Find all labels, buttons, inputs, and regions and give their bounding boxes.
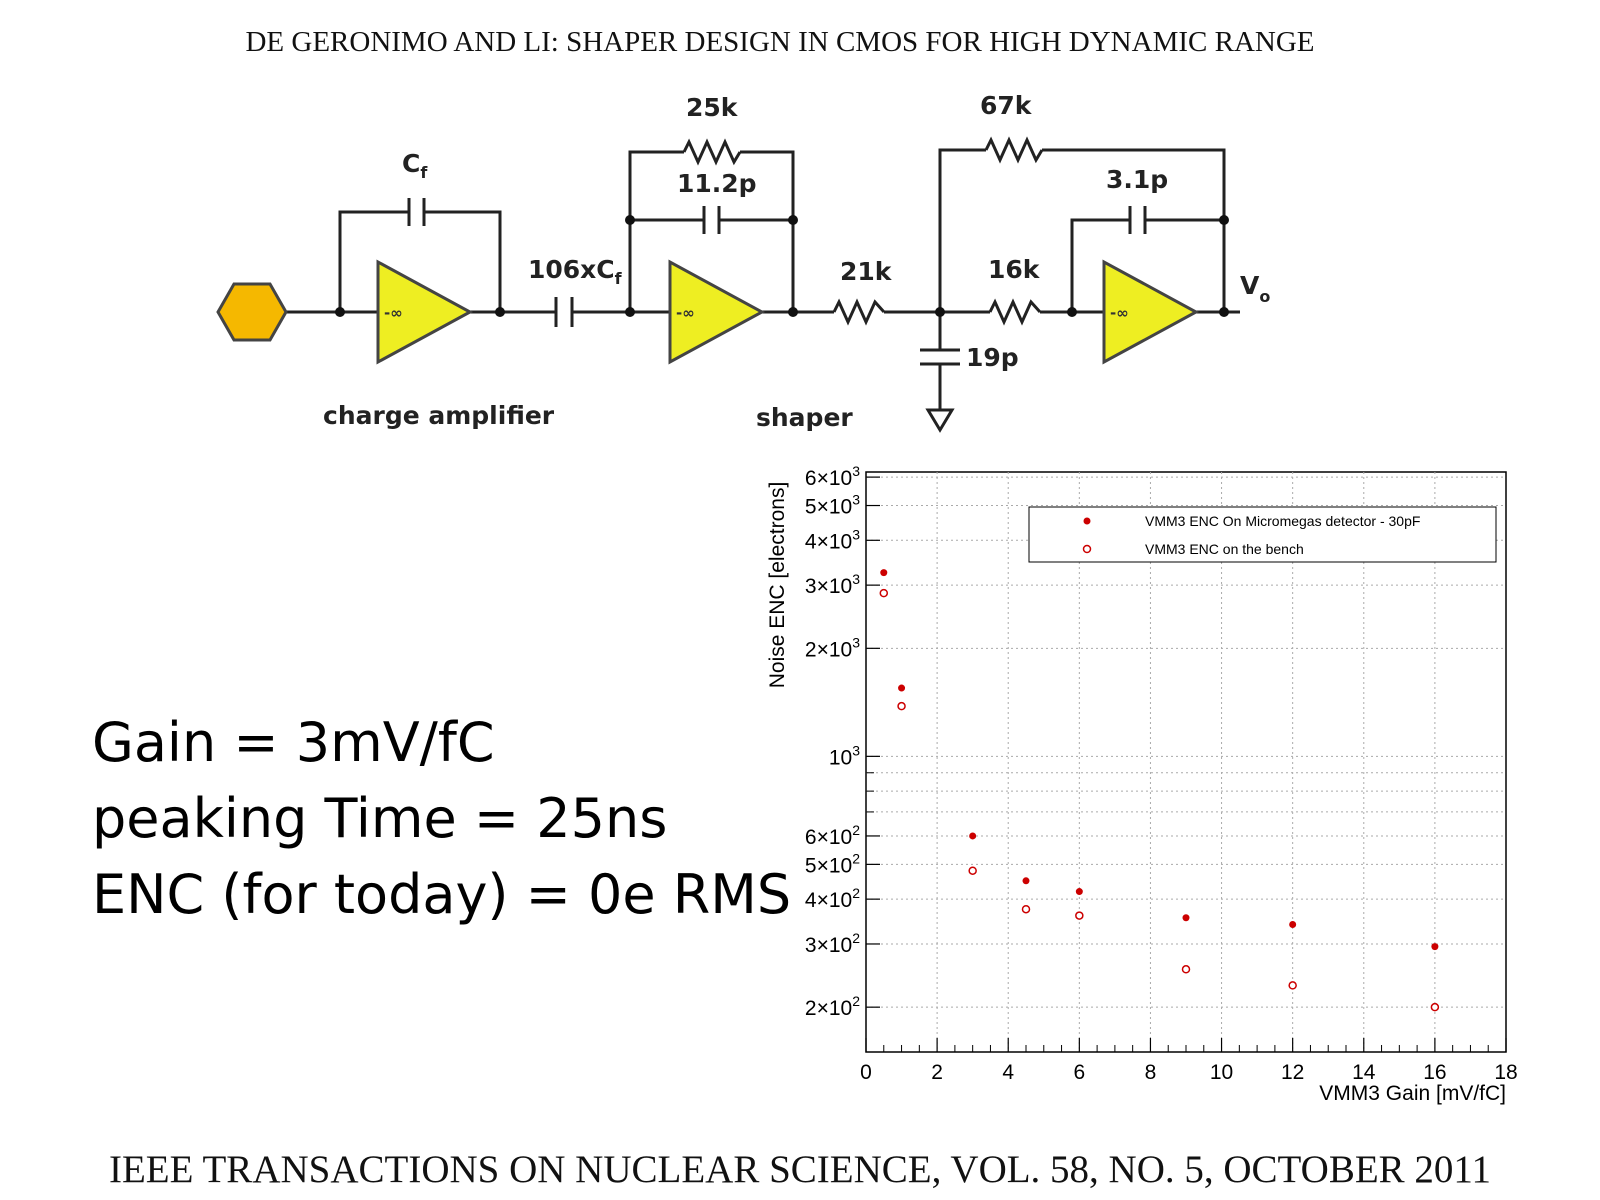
- legend-series-1: VMM3 ENC On Micromegas detector - 30pF: [1145, 513, 1420, 529]
- x-tick-label: 0: [860, 1061, 872, 1084]
- detector-data-point: [1075, 888, 1083, 896]
- x-tick-label: 14: [1352, 1061, 1376, 1084]
- y-tick-label: 2×103: [805, 634, 860, 661]
- parameter-notes: Gain = 3mV/fC peaking Time = 25ns ENC (f…: [92, 705, 791, 933]
- x-tick-label: 4: [1002, 1061, 1014, 1084]
- y-tick-label: 4×103: [805, 526, 860, 553]
- detector-hexagon: [216, 282, 288, 342]
- bench-data-point: [1430, 1002, 1440, 1012]
- detector-data-point: [1289, 920, 1297, 928]
- paper-header: DE GERONIMO AND LI: SHAPER DESIGN IN CMO…: [245, 26, 1315, 58]
- output-label: Vo: [1240, 271, 1270, 306]
- y-tick-label: 6×102: [805, 822, 860, 849]
- legend: VMM3 ENC On Micromegas detector - 30pF V…: [1028, 506, 1497, 563]
- data-points: [879, 569, 1440, 1012]
- legend-marker-filled: [1083, 517, 1091, 525]
- r3-label: 16k: [988, 255, 1041, 284]
- x-tick-label: 16: [1423, 1061, 1446, 1084]
- y-tick-label: 4×102: [805, 885, 860, 912]
- r2-label: 67k: [980, 91, 1033, 120]
- x-tick-label: 2: [931, 1061, 943, 1084]
- y-tick-label: 2×102: [805, 993, 860, 1020]
- bench-data-point: [1288, 981, 1297, 990]
- detector-data-point: [1431, 943, 1439, 951]
- svg-text:-∞: -∞: [1110, 304, 1129, 322]
- bench-data-point: [1075, 911, 1084, 920]
- shaper-amplifier-1-triangle: -∞: [668, 259, 766, 365]
- y-tick-label: 103: [829, 742, 860, 769]
- x-tick-label: 18: [1494, 1061, 1517, 1084]
- x-axis-label: VMM3 Gain [mV/fC]: [1319, 1082, 1506, 1105]
- legend-series-2: VMM3 ENC on the bench: [1145, 541, 1304, 557]
- peaking-time-note: peaking Time = 25ns: [92, 787, 668, 850]
- charge-amplifier-triangle: -∞: [376, 259, 474, 365]
- bench-data-point: [879, 588, 889, 598]
- enc-note: ENC (for today) = 0e RMS: [92, 863, 792, 926]
- y-tick-label: 5×102: [805, 850, 860, 877]
- bench-data-point: [1021, 904, 1031, 914]
- detector-data-point: [880, 569, 888, 577]
- bench-data-point: [897, 701, 906, 711]
- x-tick-label: 8: [1145, 1061, 1157, 1084]
- r-series-label: 21k: [840, 257, 893, 286]
- circuit-diagram: -∞ -∞ -∞ Cf 106xCf 25k 11.2p 21k 67k 16k…: [216, 91, 1270, 433]
- r1-label: 25k: [686, 93, 739, 122]
- c1-label: 11.2p: [677, 169, 757, 198]
- detector-data-point: [1182, 914, 1190, 922]
- detector-data-point: [1022, 877, 1030, 885]
- gain-note: Gain = 3mV/fC: [92, 711, 495, 774]
- coupling-cap-label: 106xCf: [528, 255, 623, 288]
- shaper-label: shaper: [756, 403, 853, 432]
- cf-label: Cf: [402, 149, 428, 182]
- detector-data-point: [898, 684, 906, 692]
- c2-label: 3.1p: [1106, 165, 1168, 194]
- y-tick-label: 5×103: [805, 492, 860, 519]
- bench-data-point: [968, 866, 977, 875]
- svg-text:-∞: -∞: [384, 304, 403, 322]
- shaper-amplifier-2-triangle: -∞: [1102, 259, 1200, 365]
- y-tick-label: 3×102: [805, 930, 860, 957]
- x-tick-label: 12: [1281, 1061, 1304, 1084]
- legend-marker-open: [1082, 544, 1092, 554]
- y-axis-label: Noise ENC [electrons]: [766, 482, 789, 689]
- x-tick-label: 10: [1210, 1061, 1233, 1084]
- x-axis-ticks: 0 2 4 6 8 10 12 14 16 18: [860, 1038, 1518, 1084]
- paper-footer: IEEE TRANSACTIONS ON NUCLEAR SCIENCE, VO…: [108, 1148, 1491, 1191]
- y-tick-label: 6×103: [805, 463, 860, 490]
- x-tick-label: 6: [1073, 1061, 1085, 1084]
- c-gnd-label: 19p: [966, 343, 1019, 372]
- y-tick-label: 3×103: [805, 571, 860, 598]
- bench-data-point: [1181, 965, 1191, 974]
- svg-text:-∞: -∞: [676, 304, 695, 322]
- charge-amplifier-label: charge amplifier: [323, 401, 555, 430]
- detector-data-point: [969, 832, 977, 840]
